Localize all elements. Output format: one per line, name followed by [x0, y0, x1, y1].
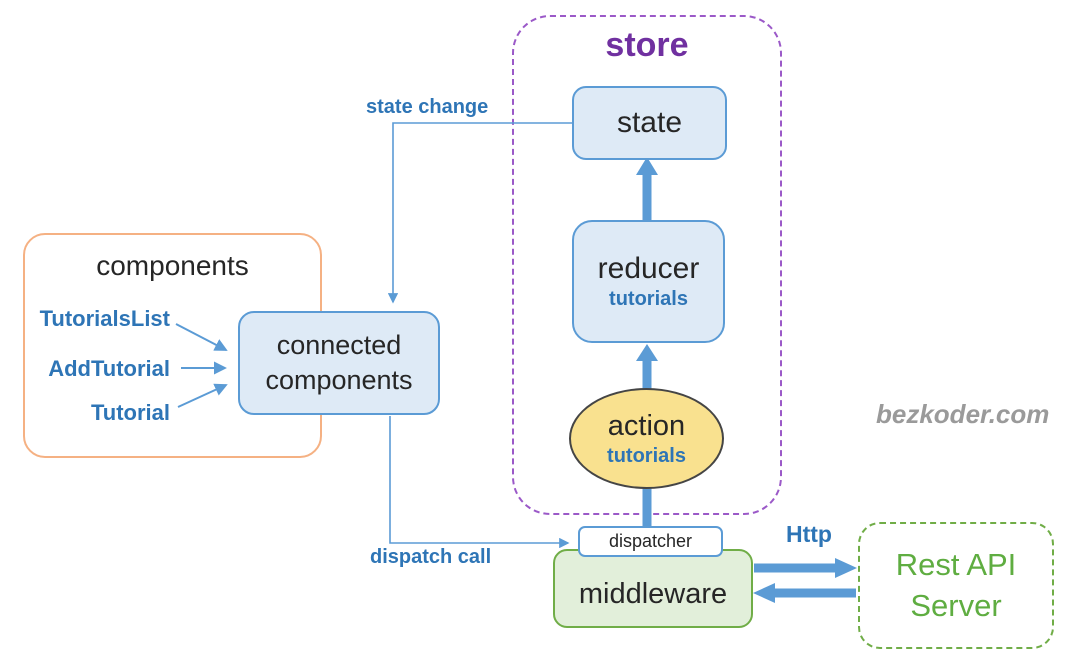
middleware-node: middleware	[553, 549, 753, 628]
rest-api-server-node: Rest API Server	[858, 522, 1054, 649]
state-node: state	[572, 86, 727, 160]
component-item-tutorialslist: TutorialsList	[39, 306, 170, 331]
dispatcher-node: dispatcher	[578, 526, 723, 557]
reducer-node: reducer tutorials	[572, 220, 725, 343]
reducer-node-label: reducer	[597, 252, 700, 285]
arrowhead-http-response	[753, 583, 775, 603]
action-node: action tutorials	[569, 388, 724, 489]
connected-components-label: connected components	[265, 329, 413, 395]
action-node-label: action	[607, 409, 686, 442]
action-node-sublabel: tutorials	[607, 444, 686, 467]
rest-api-server-label: Rest API Server	[895, 547, 1017, 623]
dispatch-call-edge-label: dispatch call	[370, 546, 492, 568]
state-change-edge-label: state change	[366, 96, 489, 118]
state-node-label: state	[616, 106, 683, 139]
middleware-label: middleware	[578, 578, 728, 610]
components-group-title: components	[96, 250, 249, 281]
arrowhead-http-request	[835, 558, 857, 578]
dispatcher-label: dispatcher	[608, 531, 693, 551]
store-group-title: store	[605, 26, 689, 64]
watermark-text: bezkoder.com	[876, 399, 1050, 429]
reducer-node-sublabel: tutorials	[609, 288, 688, 310]
component-item-addtutorial: AddTutorial	[48, 356, 170, 381]
http-edge-label: Http	[786, 521, 832, 547]
component-item-tutorial: Tutorial	[90, 400, 170, 425]
connected-components-node: connected components	[238, 311, 440, 415]
